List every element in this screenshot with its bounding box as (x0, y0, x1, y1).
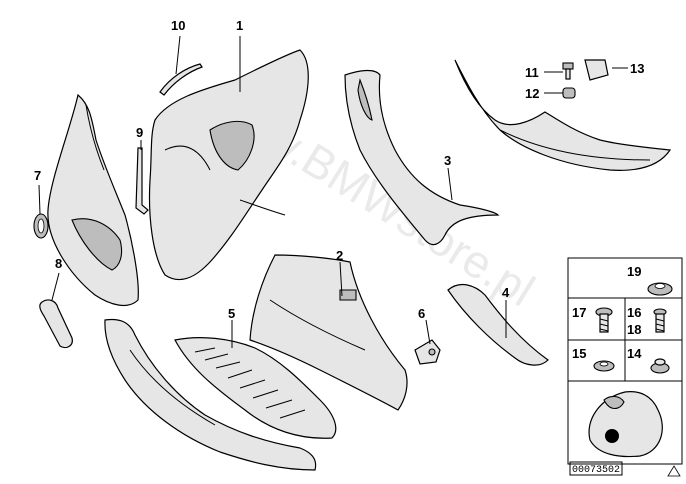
callout-8: 8 (55, 256, 62, 271)
part-6-bracket[interactable] (414, 339, 441, 365)
corner-triangle-icon (667, 465, 681, 477)
callout-6: 6 (418, 306, 425, 321)
callout-11: 11 (525, 65, 539, 80)
part-10-trim-strip[interactable] (159, 63, 203, 96)
part-1-leg-shield[interactable] (148, 49, 309, 281)
callout-13: 13 (630, 61, 644, 76)
part-bottom-skirt[interactable] (104, 318, 317, 471)
part-top-right-cover[interactable] (454, 59, 672, 171)
part-2-inner-panel[interactable] (249, 254, 408, 411)
callout-3: 3 (444, 153, 451, 168)
hardware-label-19: 19 (627, 264, 641, 279)
screw-17-icon[interactable] (595, 307, 613, 333)
reference-number: 00073502 (572, 465, 620, 476)
washer-19-icon[interactable] (647, 282, 673, 296)
hardware-panel: 19 17 16 18 15 14 (567, 257, 683, 465)
callout-4: 4 (502, 285, 510, 300)
screw-16-icon[interactable] (653, 308, 667, 333)
part-3-center-cover[interactable] (344, 69, 500, 246)
part-9-bracket[interactable] (135, 147, 149, 215)
part-13-clip[interactable] (584, 59, 609, 81)
hardware-label-16: 16 (627, 305, 641, 320)
part-12-rubber[interactable] (562, 87, 576, 99)
callout-2: 2 (336, 248, 343, 263)
part-8-cap[interactable] (39, 299, 73, 349)
callout-5: 5 (228, 306, 235, 321)
washer-15-icon[interactable] (593, 360, 615, 372)
callout-1: 1 (236, 18, 243, 33)
hardware-label-14: 14 (627, 346, 642, 361)
scooter-thumbnail (588, 391, 663, 458)
callout-9: 9 (136, 125, 143, 140)
hardware-label-15: 15 (572, 346, 586, 361)
reference-box: 00073502 (569, 461, 623, 476)
part-5-floor-mat[interactable] (174, 337, 337, 439)
part-7-side-cover[interactable] (47, 93, 139, 307)
callout-leaders (38, 35, 628, 348)
part-7-grommet[interactable] (33, 213, 49, 239)
part-11-screw[interactable] (562, 62, 574, 80)
part-4-side-piece[interactable] (447, 283, 549, 366)
callout-7: 7 (34, 168, 41, 183)
callout-10: 10 (171, 18, 185, 33)
callout-labels: 1 2 3 4 5 6 7 8 9 10 11 12 13 (34, 18, 644, 321)
hardware-label-17: 17 (572, 305, 586, 320)
nut-14-icon[interactable] (650, 358, 670, 374)
callout-12: 12 (525, 86, 539, 101)
hardware-label-18: 18 (627, 322, 641, 337)
